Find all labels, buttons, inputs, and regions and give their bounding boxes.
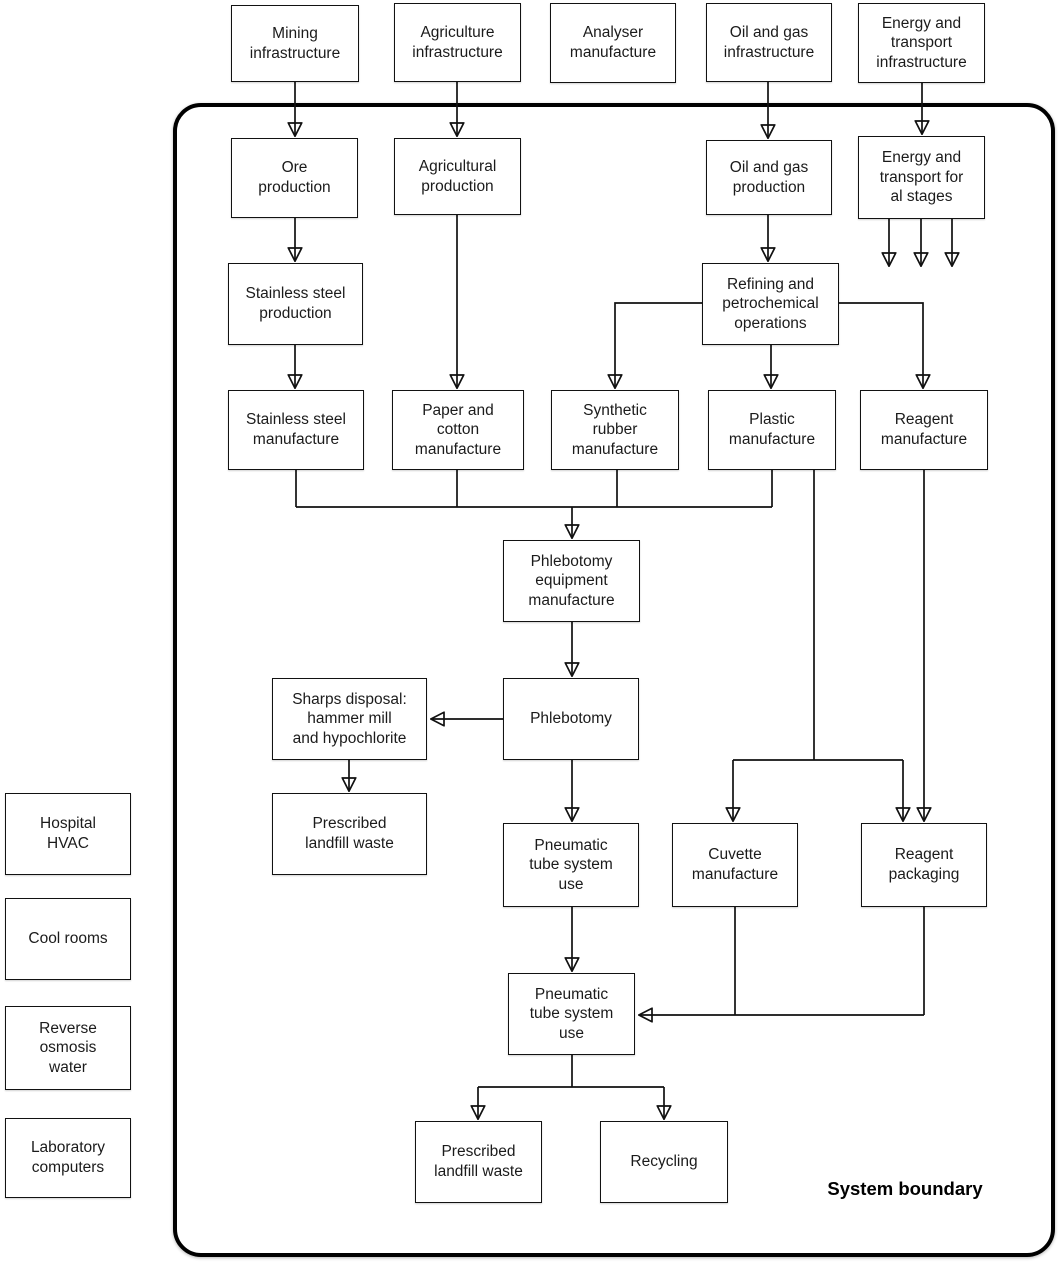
edge-refining-to-synthetic-rubber <box>615 302 702 388</box>
node-refining-petrochemical-operations: Refining and petrochemical operations <box>702 263 839 345</box>
node-stainless-steel-manufacture: Stainless steel manufacture <box>228 390 364 470</box>
node-cuvette-manufacture: Cuvette manufacture <box>672 823 798 907</box>
node-prescribed-landfill-waste-upper: Prescribed landfill waste <box>272 793 427 875</box>
node-pneumatic-tube-system-use-2: Pneumatic tube system use <box>508 973 635 1055</box>
node-synthetic-rubber-manufacture: Synthetic rubber manufacture <box>551 390 679 470</box>
node-phlebotomy: Phlebotomy <box>503 678 639 760</box>
node-pneumatic-tube-system-use-1: Pneumatic tube system use <box>503 823 639 907</box>
node-hospital-hvac: Hospital HVAC <box>5 793 131 875</box>
node-prescribed-landfill-waste-lower: Prescribed landfill waste <box>415 1121 542 1203</box>
node-recycling: Recycling <box>600 1121 728 1203</box>
node-energy-transport-infrastructure: Energy and transport infrastructure <box>858 3 985 83</box>
node-reagent-manufacture: Reagent manufacture <box>860 390 988 470</box>
node-reverse-osmosis-water: Reverse osmosis water <box>5 1006 131 1090</box>
node-reagent-packaging: Reagent packaging <box>861 823 987 907</box>
node-agricultural-production: Agricultural production <box>394 138 521 215</box>
node-oil-gas-production: Oil and gas production <box>706 140 832 215</box>
edge-refining-to-reagent-manufacture <box>839 302 923 388</box>
node-oil-gas-infrastructure: Oil and gas infrastructure <box>706 3 832 82</box>
node-mining-infrastructure: Mining infrastructure <box>231 5 359 82</box>
node-analyser-manufacture: Analyser manufacture <box>550 3 676 83</box>
node-ore-production: Ore production <box>231 138 358 218</box>
node-phlebotomy-equipment-manufacture: Phlebotomy equipment manufacture <box>503 540 640 622</box>
node-cool-rooms: Cool rooms <box>5 898 131 980</box>
node-sharps-disposal: Sharps disposal: hammer mill and hypochl… <box>272 678 427 760</box>
node-plastic-manufacture: Plastic manufacture <box>708 390 836 470</box>
node-agriculture-infrastructure: Agriculture infrastructure <box>394 3 521 82</box>
node-laboratory-computers: Laboratory computers <box>5 1118 131 1198</box>
node-energy-transport-all-stages: Energy and transport for al stages <box>858 136 985 219</box>
node-stainless-steel-production: Stainless steel production <box>228 263 363 345</box>
node-paper-cotton-manufacture: Paper and cotton manufacture <box>392 390 524 470</box>
system-boundary-label: System boundary <box>827 1178 983 1199</box>
